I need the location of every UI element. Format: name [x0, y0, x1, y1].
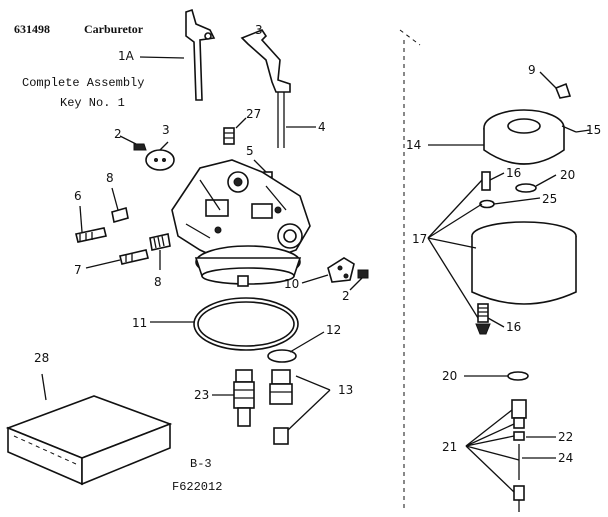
carburetor-body — [171, 159, 311, 287]
pin-15 — [561, 125, 577, 133]
nozzle-13 — [269, 369, 293, 445]
spring-16-bottom — [475, 303, 491, 335]
callout-8-bottom: 8 — [154, 275, 162, 289]
callout-7: 7 — [74, 263, 82, 277]
callout-27: 27 — [246, 107, 261, 121]
callout-labels: 1A 3 3 2 27 4 5 6 8 7 8 10 2 11 12 13 23… — [34, 23, 601, 465]
leader-lines — [41, 56, 591, 493]
group-boundary-dashed — [399, 29, 421, 510]
spring-8-top — [111, 206, 129, 224]
washer-20-top — [515, 183, 537, 193]
screw-2-top — [133, 143, 147, 151]
choke-lever — [185, 8, 216, 101]
callout-5: 5 — [246, 144, 254, 158]
throttle-lever — [240, 29, 291, 148]
callout-25: 25 — [542, 192, 557, 206]
callout-12: 12 — [326, 323, 341, 337]
float-cover-14 — [483, 109, 565, 165]
o-ring-12 — [267, 349, 297, 363]
callout-8-top: 8 — [106, 171, 114, 185]
air-filter-28 — [5, 395, 173, 486]
callout-6: 6 — [74, 189, 82, 203]
callout-11: 11 — [132, 316, 147, 330]
screw-16-top — [481, 171, 491, 191]
callout-1a: 1A — [118, 49, 135, 63]
callout-21: 21 — [442, 440, 457, 454]
callout-13: 13 — [338, 383, 353, 397]
assembly-note-line1: Complete Assembly — [22, 76, 144, 90]
needle-6 — [75, 227, 107, 243]
assembly-note-line2: Key No. 1 — [60, 96, 125, 110]
callout-10: 10 — [284, 277, 299, 291]
callout-2-top: 2 — [114, 127, 122, 141]
page-code: B-3 — [190, 457, 212, 471]
jet-23 — [233, 369, 255, 427]
callout-23: 23 — [194, 388, 209, 402]
callout-15: 15 — [586, 123, 601, 137]
callout-22: 22 — [558, 430, 573, 444]
figure-code: F622012 — [172, 480, 222, 494]
callout-9: 9 — [528, 63, 536, 77]
callout-20-bottom: 20 — [442, 369, 457, 383]
callout-16-top: 16 — [506, 166, 521, 180]
diagram-title: Carburetor — [84, 22, 144, 36]
needle-7 — [119, 249, 149, 265]
spring-8-bot — [149, 233, 171, 251]
washer-25 — [479, 199, 495, 209]
callout-24: 24 — [558, 451, 573, 465]
callout-3: 3 — [162, 123, 170, 137]
screw-2-bottom — [357, 269, 369, 279]
callout-3-top: 3 — [255, 23, 263, 37]
washer-20-bottom — [507, 371, 529, 381]
callout-16-bottom: 16 — [506, 320, 521, 334]
callout-17: 17 — [412, 232, 427, 246]
needle-valve-stack — [511, 399, 527, 512]
callout-2-bottom: 2 — [342, 289, 350, 303]
part-number: 631498 — [14, 22, 50, 36]
float-bowl-17 — [471, 221, 577, 305]
callout-14: 14 — [406, 138, 421, 152]
clip-9 — [554, 82, 572, 99]
plate-10 — [327, 257, 355, 283]
callout-20-top: 20 — [560, 168, 575, 182]
callout-4: 4 — [318, 120, 326, 134]
throttle-plate — [145, 149, 175, 171]
callout-28: 28 — [34, 351, 49, 365]
screw-27 — [223, 127, 235, 145]
